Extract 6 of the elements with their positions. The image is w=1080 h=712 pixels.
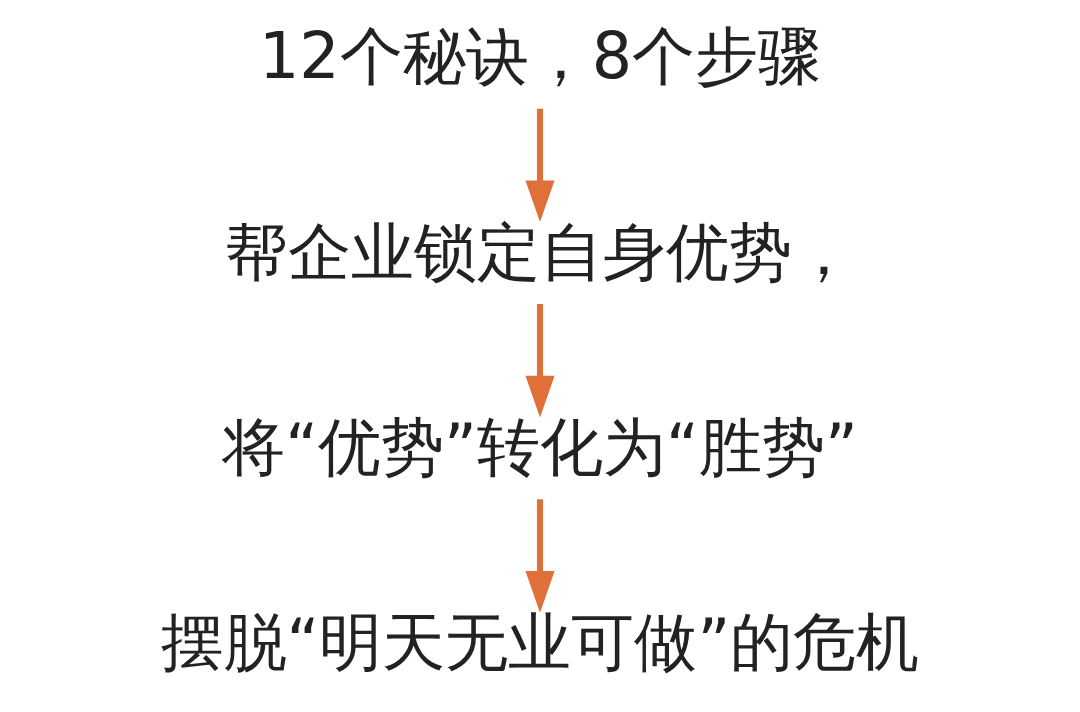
node-text: 将“优势”转化为“胜势” <box>222 410 858 485</box>
node-text: 12个秘诀，8个步骤 <box>258 19 822 94</box>
node-text: 摆脱“明天无业可做”的危机 <box>160 605 920 680</box>
arrow <box>525 108 555 223</box>
arrow <box>525 499 555 613</box>
node-text: 帮企业锁定自身优势， <box>225 214 855 289</box>
